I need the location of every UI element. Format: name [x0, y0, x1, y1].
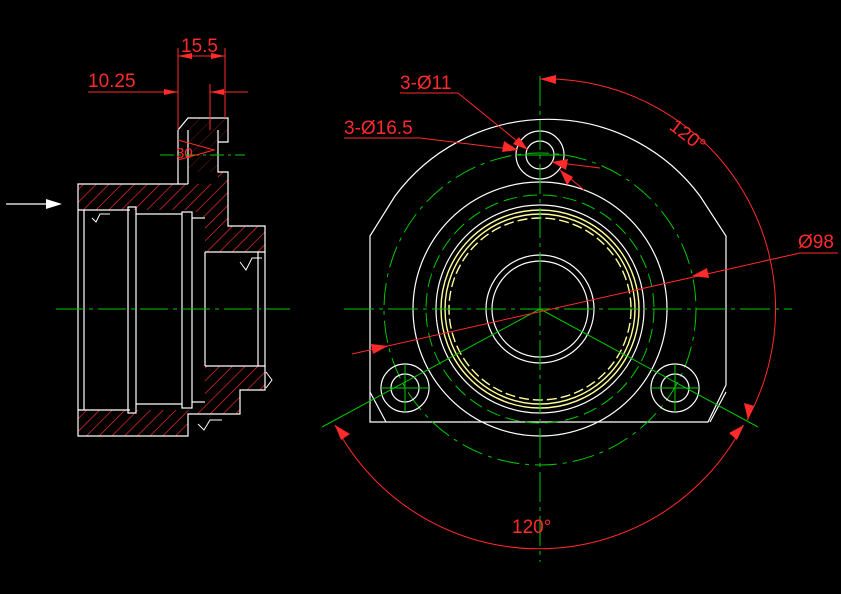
- flange-outline: [369, 118, 727, 423]
- section-hatch: [78, 118, 265, 436]
- dim-diameter-98-label: Ø98: [798, 232, 834, 253]
- front-view: 120° 120° Ø98 3-Ø11 3-Ø16.5: [321, 73, 838, 562]
- counterbore-angle-mark: [177, 139, 216, 161]
- angle-arrowheads: [335, 75, 754, 440]
- angle-arcs: [334, 78, 777, 550]
- dim-10-25: [88, 84, 248, 130]
- surface-finish-symbols: [91, 213, 273, 431]
- section-outline: [77, 117, 266, 437]
- dim-holes-11: [400, 92, 601, 170]
- dim-diameter-98: [351, 252, 838, 355]
- section-view: 30 15.5 10.25: [6, 36, 290, 437]
- dim-10-25-label: 10.25: [88, 71, 136, 92]
- angle-30-label: 30: [176, 145, 193, 162]
- section-centerlines: [56, 154, 290, 310]
- dim-15-5-label: 15.5: [181, 36, 218, 57]
- dim-holes-16-5-label: 3-Ø16.5: [344, 118, 413, 139]
- feed-arrow: [6, 199, 62, 209]
- dim-holes-16-5: [344, 137, 585, 191]
- front-centerlines: [321, 76, 792, 562]
- angle-120-top-label: 120°: [665, 116, 709, 157]
- dim-holes-11-label: 3-Ø11: [400, 73, 451, 94]
- angle-120-bottom-label: 120°: [512, 517, 551, 538]
- dim-15-5: [177, 48, 226, 130]
